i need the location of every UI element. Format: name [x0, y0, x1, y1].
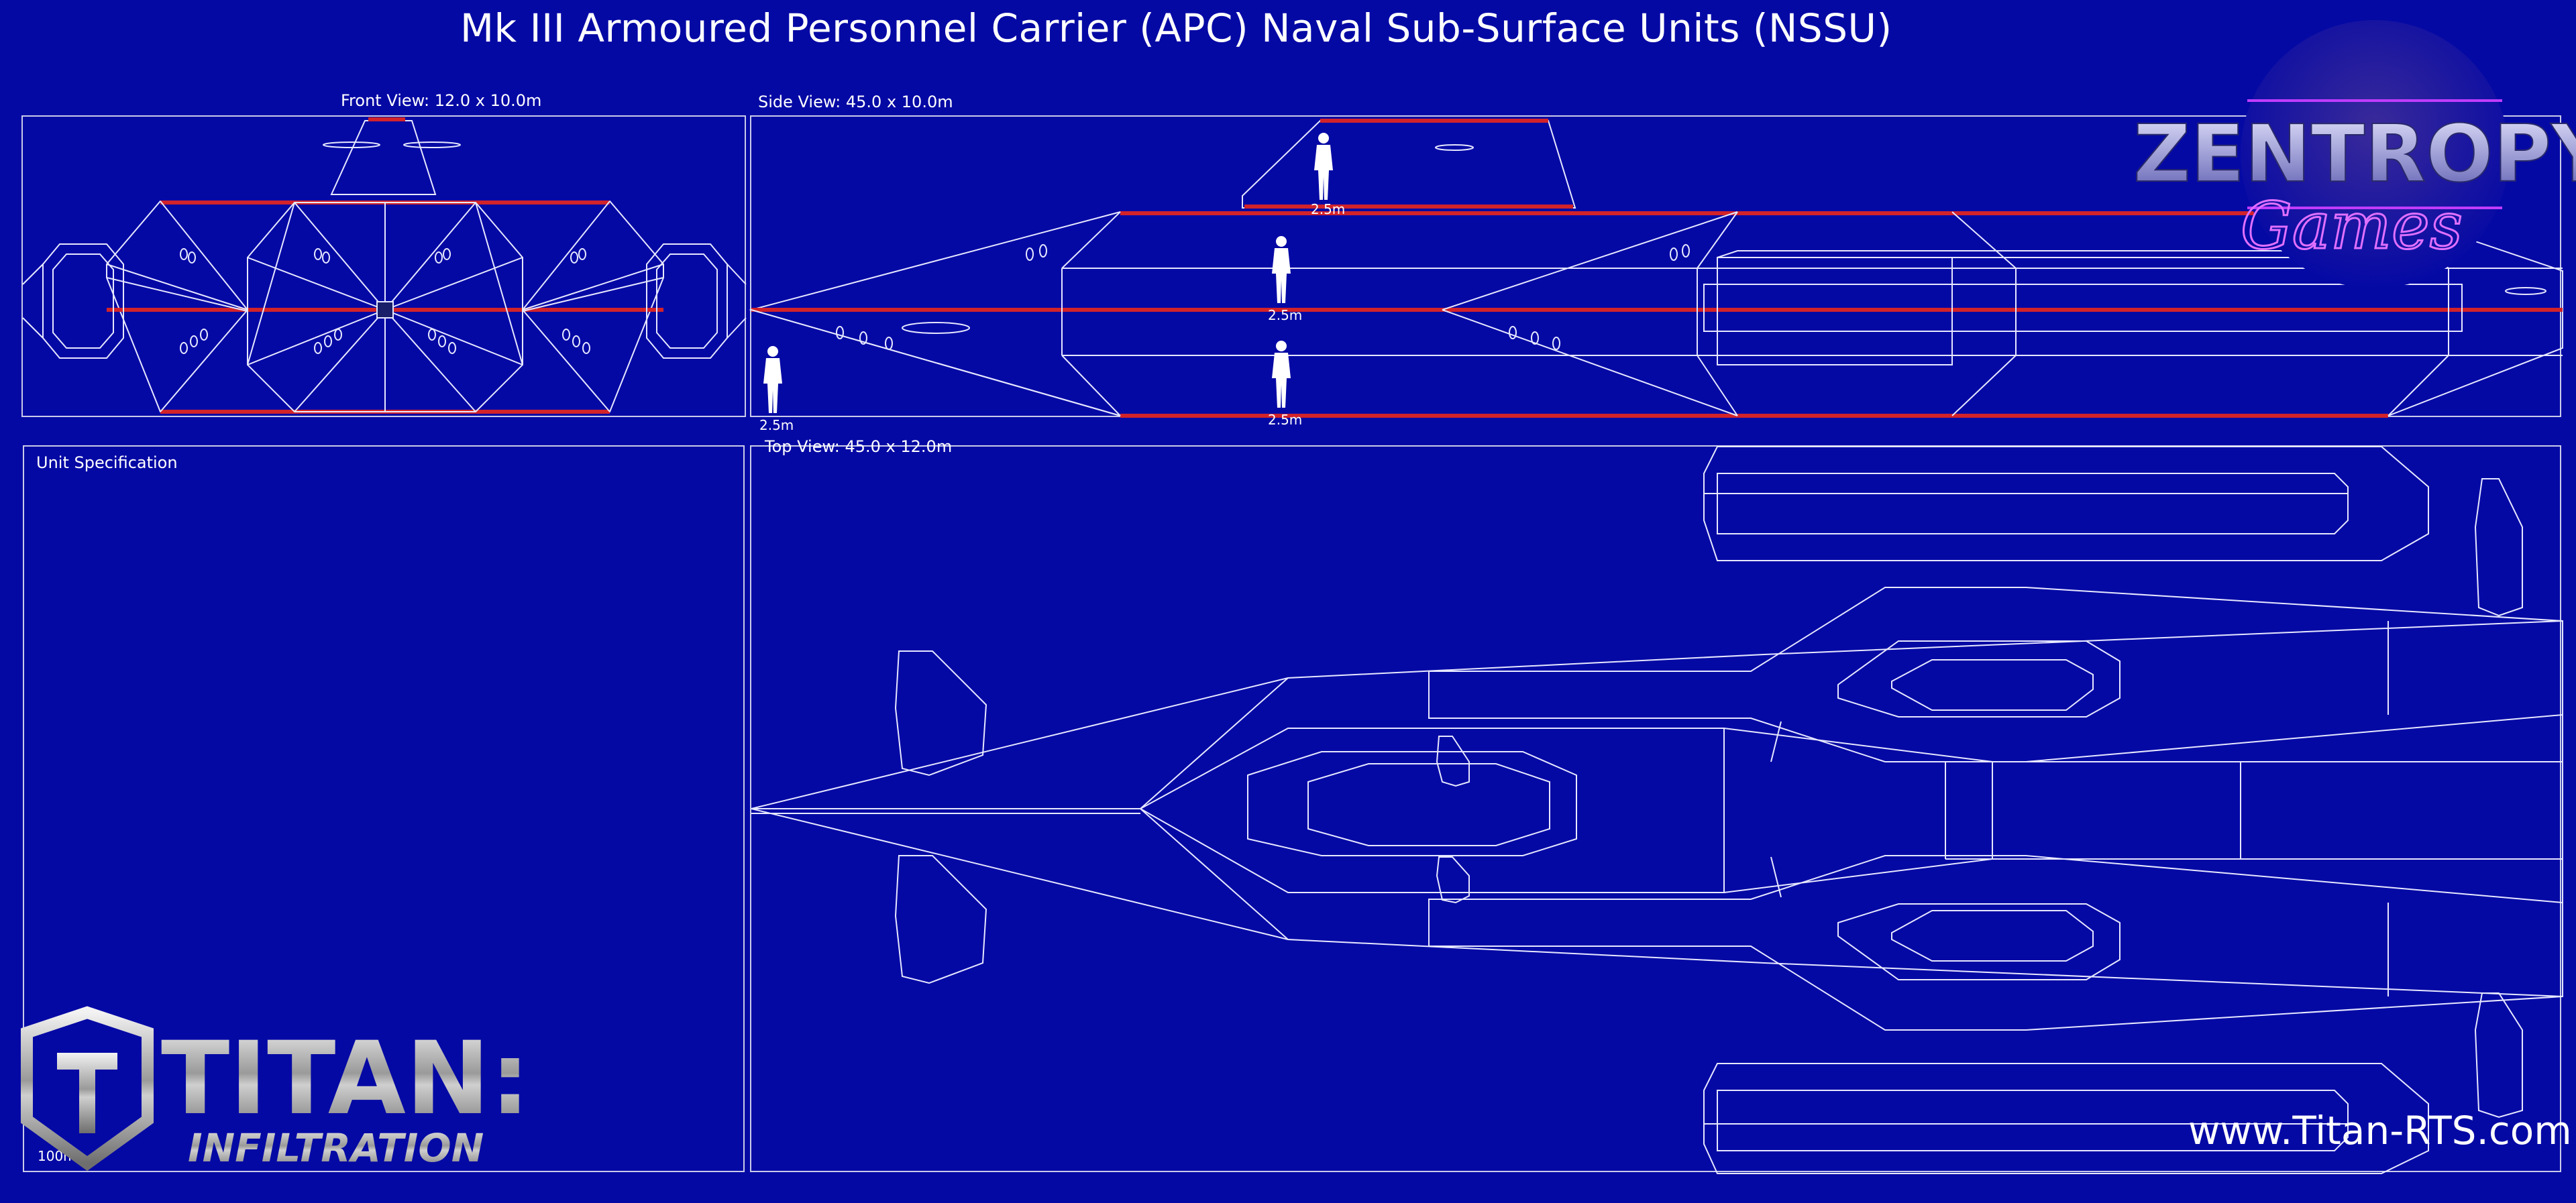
games-logo-text: Games: [2241, 188, 2463, 264]
side-view-drawing: [749, 119, 2563, 418]
zentropy-logo-text: ZENTROPY: [2133, 107, 2576, 200]
top-view-label: Top View: 45.0 x 12.0m: [765, 437, 953, 456]
front-view-label: Front View: 12.0 x 10.0m: [341, 91, 542, 110]
unit-spec-label: Unit Specification: [36, 453, 178, 472]
top-view-drawing: [751, 446, 2563, 1174]
human-scale-label: 2.5m: [759, 417, 794, 433]
page-title: Mk III Armoured Personnel Carrier (APC) …: [460, 5, 1892, 51]
human-scale-label: 2.5m: [1268, 412, 1303, 428]
side-view-panel: [749, 115, 2563, 418]
website-url[interactable]: www.Titan-RTS.com: [2188, 1108, 2572, 1153]
front-view-panel: [21, 115, 747, 417]
front-view-drawing: [22, 117, 747, 414]
side-view-label: Side View: 45.0 x 10.0m: [758, 93, 953, 111]
titan-logo-text: TITAN:: [161, 1021, 530, 1137]
human-figure: [763, 133, 1333, 413]
human-scale-label: 2.5m: [1311, 201, 1346, 217]
human-scale-label: 2.5m: [1268, 307, 1303, 323]
top-view-panel: Top View: 45.0 x 12.0m: [750, 437, 2563, 1174]
infiltration-logo-text: INFILTRATION: [188, 1125, 484, 1171]
unit-spec-panel: Unit Specification: [23, 445, 745, 1172]
